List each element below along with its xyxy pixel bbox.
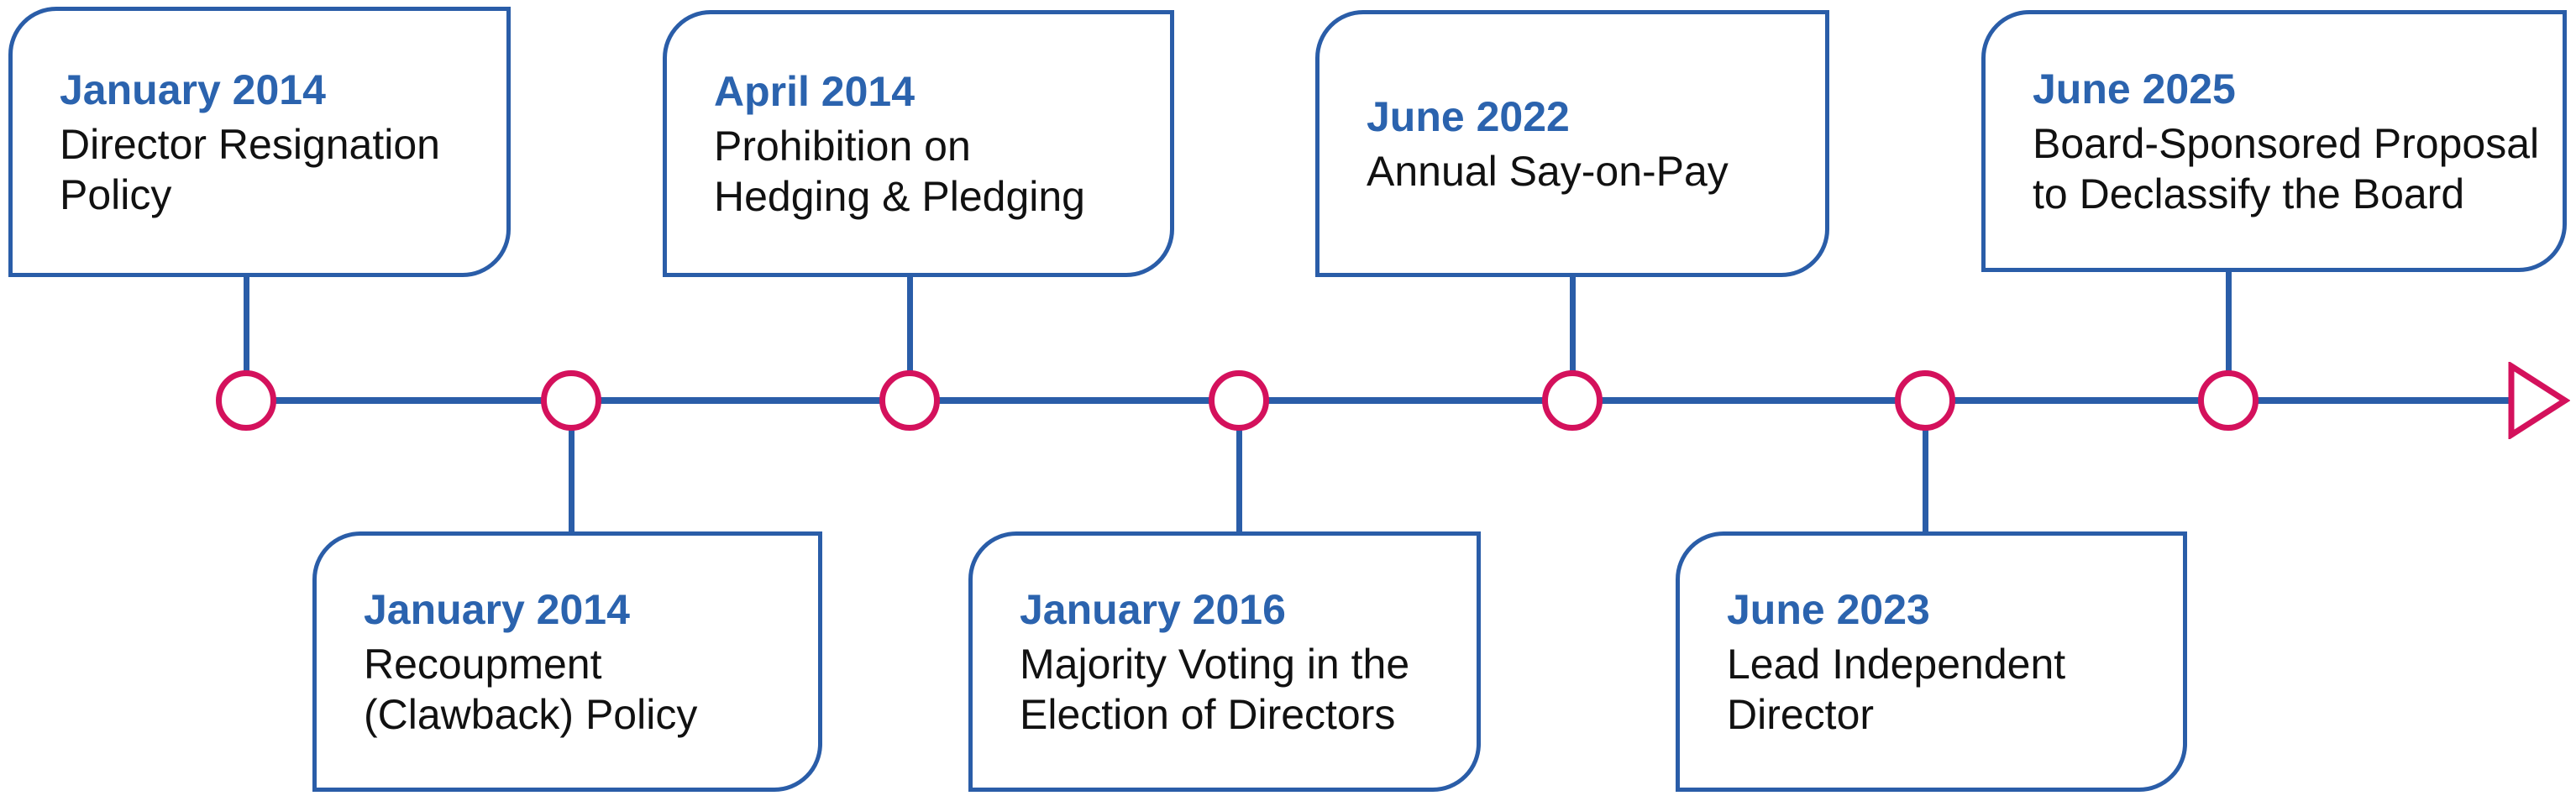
event-card: January 2016 Majority Voting in the Elec…	[968, 531, 1481, 792]
event-card: June 2023 Lead Independent Director	[1676, 531, 2187, 792]
event-title-line: Annual Say-on-Pay	[1367, 147, 1729, 195]
connector-line	[2226, 270, 2232, 372]
event-card: April 2014 Prohibition on Hedging & Pled…	[663, 10, 1174, 277]
event-card: June 2025 Board-Sponsored Proposal to De…	[1981, 10, 2567, 272]
event-card: January 2014 Recoupment (Clawback) Polic…	[312, 531, 822, 792]
event-date: June 2025	[2033, 65, 2236, 113]
timeline-line	[246, 397, 2510, 404]
event-date: January 2016	[1020, 585, 1286, 633]
event-card: June 2022 Annual Say-on-Pay	[1315, 10, 1829, 277]
connector-line	[569, 429, 574, 533]
timeline-node-circle	[216, 370, 276, 431]
event-title-line: Recoupment	[364, 640, 602, 688]
event-title-line: Director Resignation	[60, 120, 440, 168]
event-card: January 2014 Director Resignation Policy	[8, 7, 511, 277]
timeline-node-circle	[541, 370, 601, 431]
event-title-line: (Clawback) Policy	[364, 690, 698, 738]
connector-line	[1570, 273, 1576, 372]
event-date: April 2014	[714, 67, 916, 115]
event-title-line: to Declassify the Board	[2033, 170, 2465, 217]
event-title-line: Lead Independent	[1727, 640, 2066, 688]
timeline-node-circle	[1209, 370, 1269, 431]
event-date: January 2014	[364, 585, 630, 633]
event-date: June 2023	[1727, 585, 1930, 633]
connector-line	[907, 275, 913, 372]
event-date: January 2014	[60, 65, 326, 113]
connector-line	[1236, 429, 1242, 533]
event-title-line: Director	[1727, 690, 1875, 738]
timeline-node-circle	[1895, 370, 1955, 431]
timeline-node-circle	[2198, 370, 2259, 431]
event-title-line: Policy	[60, 170, 172, 218]
event-title-line: Hedging & Pledging	[714, 172, 1085, 220]
arrow-right-icon	[2508, 362, 2570, 439]
connector-line	[1923, 429, 1928, 533]
event-title-line: Election of Directors	[1020, 690, 1396, 738]
event-title-line: Majority Voting in the	[1020, 640, 1410, 688]
timeline-node-circle	[879, 370, 940, 431]
event-date: June 2022	[1367, 92, 1570, 140]
event-title-line: Prohibition on	[714, 122, 971, 170]
connector-line	[244, 275, 249, 372]
event-title-line: Board-Sponsored Proposal	[2033, 119, 2540, 167]
timeline-node-circle	[1542, 370, 1603, 431]
